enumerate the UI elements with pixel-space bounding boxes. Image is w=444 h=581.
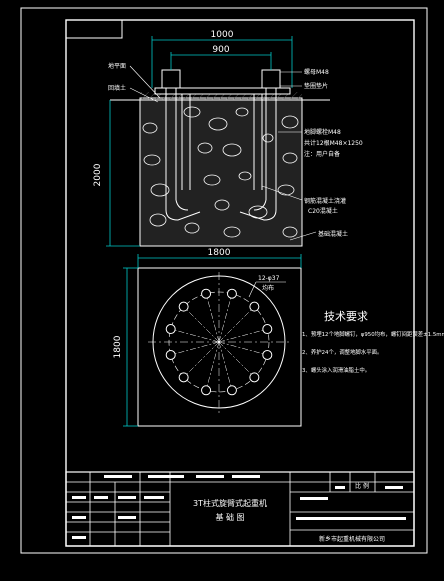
dim-plan-width	[137, 254, 302, 268]
bolt-spoke	[218, 293, 233, 343]
title-block	[65, 471, 415, 547]
bolt-spoke	[218, 306, 255, 343]
bolt-spoke	[205, 341, 220, 391]
company-name: 新乡市起重机械有限公司	[319, 535, 385, 543]
dim-depth-value: 2000	[93, 163, 103, 186]
tech-req-item-1: 1、预埋12个地脚螺钉，φ950均布，螺钉间距误差±1.5mm;	[302, 330, 444, 338]
technical-requirements: 技术要求 1、预埋12个地脚螺钉，φ950均布，螺钉间距误差±1.5mm; 2、…	[302, 310, 444, 374]
bolt-hole	[165, 324, 176, 335]
bolt-spoke	[218, 328, 268, 343]
tech-req-item-3: 3、螺头涂入润滑油脂土中。	[302, 366, 370, 374]
bolt-spoke	[205, 293, 220, 343]
bolt-hole	[249, 301, 260, 312]
bolt-spoke	[170, 328, 220, 343]
dim-bolt-spacing-value: 900	[212, 45, 229, 55]
label-anchor-bolt-qty: 共计12根M48×1250	[304, 139, 363, 147]
center-bolt	[181, 94, 263, 190]
dim-bolt-spacing	[170, 52, 272, 70]
bolt-hole	[201, 288, 212, 299]
bolt-hole	[262, 349, 273, 360]
dim-plan-width-value: 1800	[208, 248, 231, 258]
concrete-foundation	[139, 97, 303, 247]
bolt-spoke	[170, 341, 220, 356]
leader-lines	[129, 65, 317, 241]
label-concrete-base: 基础混凝土	[318, 230, 348, 238]
label-ground-level: 地平面	[108, 62, 126, 70]
label-concrete-grade: C20混凝土	[308, 207, 338, 215]
plan-outline	[137, 267, 302, 427]
bolt-hole	[201, 385, 212, 396]
drawing-title: 3T柱式旋臂式起重机	[193, 498, 267, 508]
dim-plan-height	[123, 267, 138, 427]
bolt-hole	[226, 288, 237, 299]
bolt-hole	[178, 372, 189, 383]
bolt-spoke	[218, 341, 255, 378]
label-fill-soil: 回填土	[108, 84, 126, 92]
label-user-supplied: 注：用户自备	[304, 150, 340, 158]
scale-label: 比 例	[355, 482, 369, 490]
soil-hatch	[140, 92, 302, 100]
plan-view: 1800 1800 12-φ37 均布	[113, 248, 302, 427]
bolt-hole	[262, 324, 273, 335]
bolt-spoke	[218, 341, 233, 391]
bolt-spoke	[183, 306, 220, 343]
bolt-hole	[249, 372, 260, 383]
dim-depth	[106, 100, 140, 247]
bolt-hole	[178, 301, 189, 312]
dim-overall-width-value: 1000	[211, 30, 234, 40]
elevation-view: 1000 900 2000 地平面 回填土 螺母M48 垫圈垫片 地脚螺栓M48…	[93, 30, 363, 247]
bolt-spoke	[218, 341, 268, 356]
hole-note-leader	[248, 281, 257, 298]
label-anchor-bolt-spec: 地脚螺栓M48	[304, 128, 341, 136]
dim-overall-width	[151, 36, 293, 88]
label-nut-washer: 螺母M48	[304, 68, 329, 76]
label-rebar-note: 钢筋混凝土浇灌	[304, 197, 346, 205]
label-washer: 垫圈垫片	[304, 82, 328, 90]
anchor-bolt-left	[161, 69, 201, 221]
bolt-hole	[165, 349, 176, 360]
dim-plan-height-value: 1800	[113, 335, 123, 358]
anchor-bolt-right	[239, 69, 281, 221]
bolt-spoke	[183, 341, 220, 378]
bolt-spokes	[170, 293, 268, 391]
base-plate	[154, 87, 291, 95]
hole-note-label: 均布	[262, 284, 274, 292]
bolt-hole	[226, 385, 237, 396]
hole-note-qty: 12-φ37	[258, 275, 280, 282]
aggregate-stones	[142, 106, 299, 238]
tech-req-item-2: 2、养护24个，调整地脚水平面。	[302, 348, 382, 356]
tech-req-title: 技术要求	[324, 310, 368, 323]
bolt-holes	[165, 288, 273, 396]
title-block-text-placeholders	[72, 475, 406, 539]
drawing-subtitle: 基 础 图	[215, 512, 244, 522]
